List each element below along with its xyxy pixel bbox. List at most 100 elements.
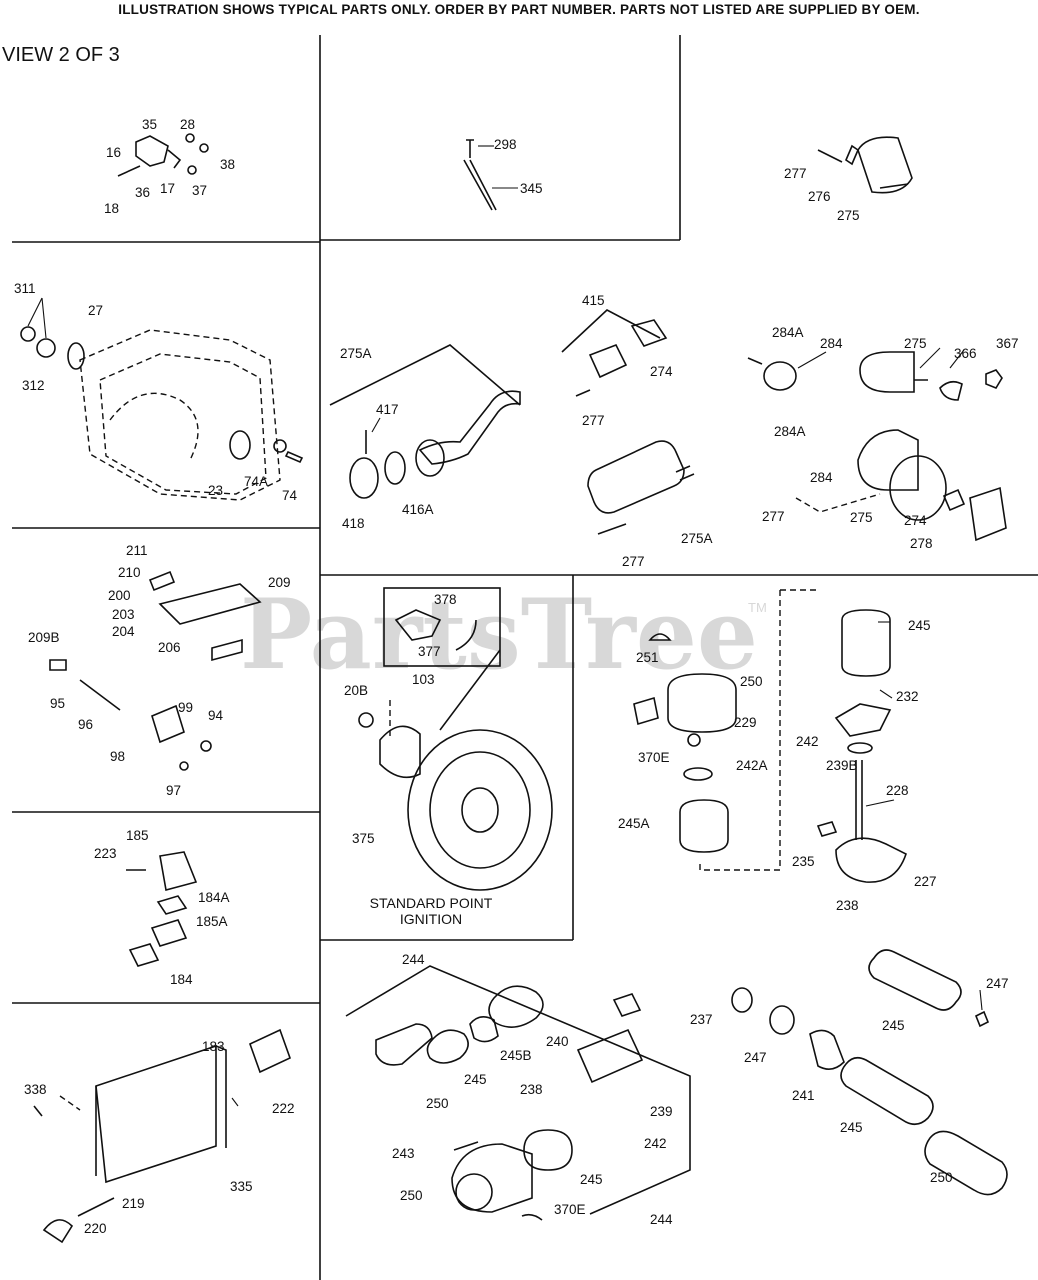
part-label: 96 [78, 717, 93, 732]
part-label: 345 [520, 181, 543, 196]
part-label: 370E [638, 750, 670, 765]
part-label: 275A [340, 346, 372, 361]
part-label: 18 [104, 201, 119, 216]
part-label: 185 [126, 828, 149, 843]
part-label: 378 [434, 592, 457, 607]
part-label: 415 [582, 293, 605, 308]
part-label: 335 [230, 1179, 253, 1194]
leader-lines [27, 145, 983, 1107]
part-label: 245 [580, 1172, 603, 1187]
part-label: 209B [28, 630, 60, 645]
part-label: 284A [774, 424, 806, 439]
part-label: 204 [112, 624, 135, 639]
part-label: 94 [208, 708, 224, 723]
exhaust-gasket-group [561, 309, 695, 535]
part-label: 366 [954, 346, 977, 361]
part-label: 277 [762, 509, 785, 524]
part-label: 276 [808, 189, 831, 204]
ignition-caption-line2: IGNITION [400, 911, 462, 927]
part-label: 235 [792, 854, 815, 869]
part-label: 238 [520, 1082, 543, 1097]
air-cleaner-right-group [747, 351, 1007, 542]
part-label: 98 [110, 749, 125, 764]
part-label: 220 [84, 1221, 107, 1236]
part-label: 17 [160, 181, 175, 196]
part-label: 275 [850, 510, 873, 525]
exhaust-pipe-group [329, 344, 521, 499]
part-label: 417 [376, 402, 399, 417]
part-label: 277 [622, 554, 645, 569]
part-label: 245 [464, 1072, 487, 1087]
part-label: 95 [50, 696, 65, 711]
part-label: 20B [344, 683, 368, 698]
part-label: 338 [24, 1082, 47, 1097]
part-label: 375 [352, 831, 375, 846]
part-label: 184A [198, 890, 230, 905]
part-label: 229 [734, 715, 757, 730]
part-label: 311 [14, 281, 36, 296]
part-label: 274 [650, 364, 673, 379]
part-label: 242 [644, 1136, 667, 1151]
part-label: 203 [112, 607, 135, 622]
part-label: 245B [500, 1048, 532, 1063]
part-label: 232 [896, 689, 919, 704]
part-label: 367 [996, 336, 1019, 351]
oval-air-cleaner-group [345, 965, 691, 1221]
part-label: 245 [908, 618, 931, 633]
part-label: 250 [930, 1170, 953, 1185]
part-label: 377 [418, 644, 441, 659]
watermark-trademark: TM [748, 600, 767, 615]
link-rod-group [463, 139, 497, 211]
part-label: 222 [272, 1101, 295, 1116]
part-label: 35 [142, 117, 157, 132]
part-label: 416A [402, 502, 434, 517]
part-label: 74A [244, 474, 268, 489]
part-label: 185A [196, 914, 228, 929]
part-label: 28 [180, 117, 195, 132]
part-label: 245 [882, 1018, 905, 1033]
part-label: 284 [810, 470, 833, 485]
part-label: 244 [650, 1212, 673, 1227]
fuel-filter-group [633, 589, 907, 883]
part-label: 240 [546, 1034, 569, 1049]
part-label: 206 [158, 640, 181, 655]
part-label: 227 [914, 874, 937, 889]
part-label: 275 [904, 336, 927, 351]
part-label: 250 [400, 1188, 423, 1203]
part-label: 275A [681, 531, 713, 546]
part-label: 298 [494, 137, 517, 152]
ignition-caption-line1: STANDARD POINT [370, 895, 493, 911]
section-borders [12, 35, 1038, 1280]
flywheel-ignition-group [358, 587, 553, 891]
governor-bracket-group [49, 570, 262, 771]
part-label: 245 [840, 1120, 863, 1135]
part-label: 211 [126, 543, 148, 558]
part-label: 247 [986, 976, 1009, 991]
part-label: 36 [135, 185, 150, 200]
part-label: 37 [192, 183, 207, 198]
part-label: 209 [268, 575, 291, 590]
part-label: 274 [904, 513, 927, 528]
part-label: 74 [282, 488, 298, 503]
part-label: 103 [412, 672, 435, 687]
part-label: 251 [636, 650, 659, 665]
part-label: 241 [792, 1088, 815, 1103]
governor-linkage-group [117, 133, 209, 177]
part-label: 200 [108, 588, 131, 603]
part-label: 312 [22, 378, 45, 393]
part-number-labels: 35 28 16 38 36 17 37 18 298 345 277 276 … [14, 117, 1019, 1236]
part-label: 278 [910, 536, 933, 551]
muffler-top-group [817, 136, 913, 194]
part-label: 245A [618, 816, 650, 831]
intake-elbow-group [126, 851, 198, 967]
cylinder-air-cleaner-group [731, 949, 1008, 1196]
view-indicator: VIEW 2 OF 3 [2, 44, 120, 66]
watermark-brand: PartsTree [240, 578, 758, 691]
part-label: 242 [796, 734, 819, 749]
part-label: 183 [202, 1039, 225, 1054]
part-label: 228 [886, 783, 909, 798]
part-label: 275 [837, 208, 860, 223]
part-label: 238 [836, 898, 859, 913]
part-label: 239 [650, 1104, 673, 1119]
